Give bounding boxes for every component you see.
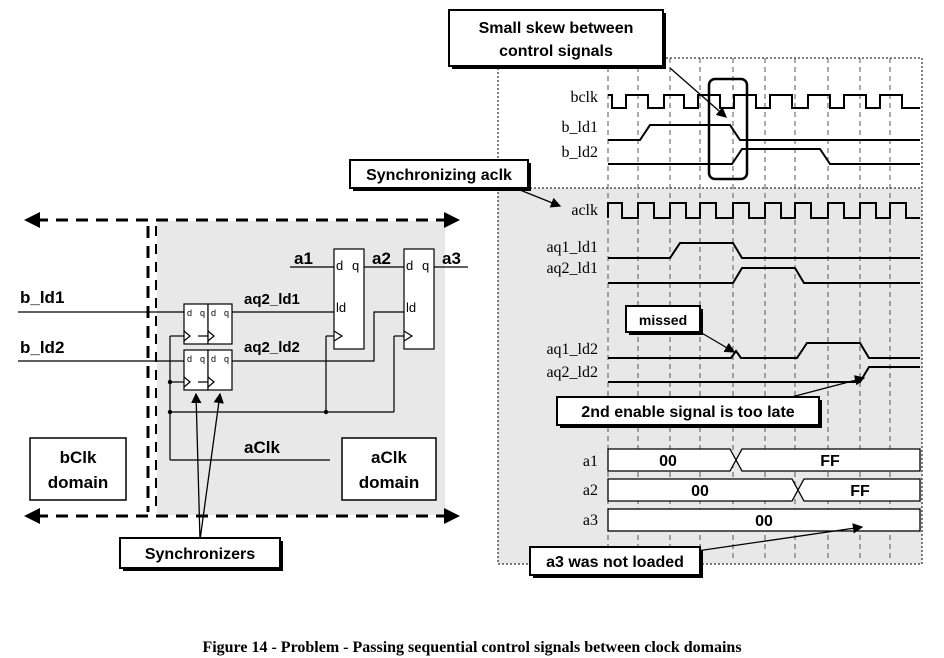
wave-label-bclk: bclk: [570, 89, 598, 106]
wave-a2-bus: [607, 478, 921, 502]
wave-b-ld2: [608, 148, 920, 165]
skew-highlight: [707, 77, 749, 181]
wave-label-aclk: aclk: [571, 202, 598, 219]
svg-text:q: q: [224, 354, 229, 364]
register-a2: [333, 248, 365, 350]
skew-callout-line2: control signals: [499, 43, 613, 60]
missed-callout: [625, 305, 701, 333]
svg-text:d: d: [406, 258, 413, 273]
svg-text:d: d: [187, 308, 192, 318]
bclk-domain-line2: domain: [48, 473, 108, 492]
aclk-label: aClk: [244, 438, 280, 457]
too-late-callout: [556, 396, 820, 426]
bclk-domain-box: [29, 437, 127, 501]
aq2-ld1-label: aq2_ld1: [244, 291, 300, 308]
svg-text:q: q: [422, 258, 429, 273]
skew-callout: [448, 9, 664, 67]
svg-text:d: d: [211, 308, 216, 318]
a2-value-1: 00: [691, 483, 709, 500]
a3-value-1: 00: [755, 513, 773, 530]
synchronizers-text: Synchronizers: [145, 546, 255, 563]
a1-value-1: 00: [659, 453, 677, 470]
svg-text:q: q: [200, 308, 205, 318]
wave-label-aq1-ld1: aq1_ld1: [546, 239, 598, 256]
time-gridlines: [607, 58, 891, 560]
wave-b-ld1: [608, 124, 920, 141]
skew-callout-line1: Small skew between: [479, 20, 634, 37]
bclk-domain-line1: bClk: [60, 448, 97, 467]
sync-aclk-text: Synchronizing aclk: [366, 167, 512, 184]
svg-text:q: q: [224, 308, 229, 318]
a2-label: a2: [372, 249, 391, 268]
synchronizers-callout: [119, 537, 281, 569]
not-loaded-callout: [529, 546, 701, 576]
arrowhead-right-top: [444, 212, 460, 228]
svg-text:d: d: [187, 354, 192, 364]
svg-text:ld: ld: [336, 300, 346, 315]
not-loaded-text: a3 was not loaded: [546, 554, 684, 571]
wave-aclk: [607, 202, 920, 219]
arrowhead-right-bottom: [444, 508, 460, 524]
arrowhead-left-bottom: [24, 508, 40, 524]
too-late-text: 2nd enable signal is too late: [581, 404, 794, 421]
sync-aclk-callout: [349, 159, 529, 189]
svg-text:q: q: [352, 258, 359, 273]
aclk-domain-line1: aClk: [371, 448, 407, 467]
wave-bclk: [608, 94, 920, 109]
timing-frame: [497, 57, 923, 565]
a1-value-2: FF: [820, 453, 840, 470]
timing-diagram: bclk b_ld1 b_ld2 aclk aq1_ld1 aq2_ld1 aq…: [349, 9, 923, 578]
aq2-ld2-label: aq2_ld2: [244, 339, 300, 356]
wave-label-a1: a1: [583, 453, 598, 470]
wave-aq2-ld1: [608, 267, 920, 284]
wave-label-a3: a3: [583, 512, 598, 529]
wave-aq1-ld2: [608, 342, 920, 359]
aclk-domain-box: [341, 437, 437, 501]
wave-label-b-ld2: b_ld2: [562, 144, 598, 161]
register-a3: [403, 248, 435, 350]
a1-label: a1: [294, 249, 313, 268]
input-b-ld2-label: b_ld2: [20, 338, 64, 357]
wave-a3-bus: [607, 508, 921, 532]
svg-text:d: d: [336, 258, 343, 273]
a2-value-2: FF: [850, 483, 870, 500]
aclk-distribution: [167, 335, 404, 461]
wave-a1-bus: [607, 448, 921, 472]
wave-label-a2: a2: [583, 482, 598, 499]
wave-label-aq1-ld2: aq1_ld2: [546, 341, 598, 358]
wave-label-aq2-ld1: aq2_ld1: [546, 260, 598, 277]
wave-aq1-ld1: [608, 242, 920, 259]
svg-text:d: d: [211, 354, 216, 364]
input-b-ld1-label: b_ld1: [20, 288, 64, 307]
a3-label: a3: [442, 249, 461, 268]
svg-text:ld: ld: [406, 300, 416, 315]
wave-label-b-ld1: b_ld1: [562, 119, 598, 136]
aclk-domain-line2: domain: [359, 473, 419, 492]
svg-text:q: q: [200, 354, 205, 364]
wave-label-aq2-ld2: aq2_ld2: [546, 364, 598, 381]
missed-text: missed: [639, 312, 687, 328]
figure-caption: Figure 14 - Problem - Passing sequential…: [202, 639, 741, 656]
wire-aq2-ld2: [232, 311, 404, 362]
wave-aq2-ld2: [608, 366, 920, 383]
arrowhead-left-top: [24, 212, 40, 228]
